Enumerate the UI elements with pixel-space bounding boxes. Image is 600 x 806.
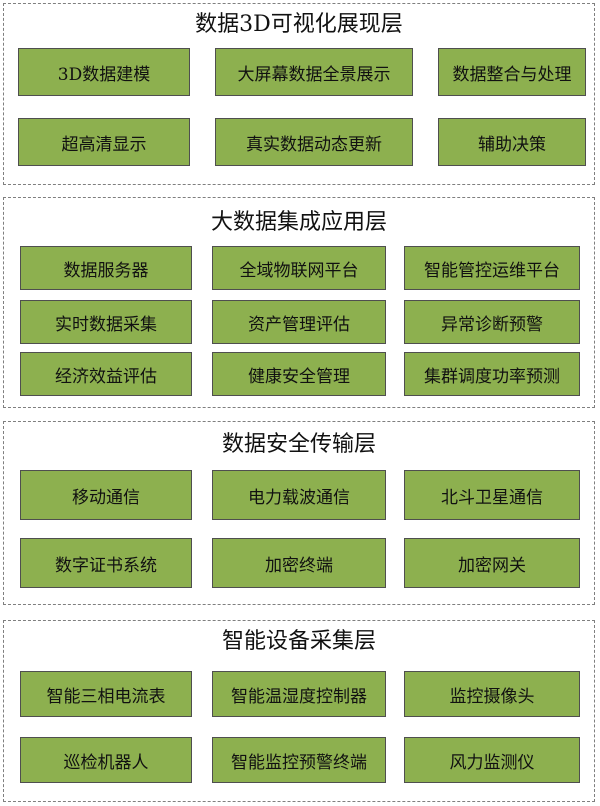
layer-title: 数据3D可视化展现层: [195, 12, 403, 37]
module-box: 智能管控运维平台: [404, 246, 580, 290]
module-box: 监控摄像头: [404, 671, 580, 717]
module-box: 数字证书系统: [20, 538, 192, 588]
module-box: 实时数据采集: [20, 300, 192, 344]
module-box: 加密网关: [404, 538, 580, 588]
module-box: 数据整合与处理: [438, 48, 586, 96]
module-box: 辅助决策: [438, 118, 586, 166]
module-box: 经济效益评估: [20, 352, 192, 396]
layer-secure-transmission: 数据安全传输层 移动通信 电力载波通信 北斗卫星通信 数字证书系统 加密终端 加…: [3, 421, 595, 605]
module-box: 数据服务器: [20, 246, 192, 290]
layer-title: 大数据集成应用层: [210, 210, 387, 235]
module-box: 移动通信: [20, 470, 192, 520]
module-box: 3D数据建模: [18, 48, 190, 96]
module-box: 巡检机器人: [20, 737, 192, 783]
module-box: 真实数据动态更新: [215, 118, 413, 166]
module-box: 集群调度功率预测: [404, 352, 580, 396]
layer-visualization: 数据3D可视化展现层 3D数据建模 大屏幕数据全景展示 数据整合与处理 超高清显…: [3, 3, 595, 185]
module-box: 智能监控预警终端: [212, 737, 386, 783]
layer-big-data-application: 大数据集成应用层 数据服务器 全域物联网平台 智能管控运维平台 实时数据采集 资…: [3, 197, 595, 408]
module-box: 资产管理评估: [212, 300, 386, 344]
layer-device-collection: 智能设备采集层 智能三相电流表 智能温湿度控制器 监控摄像头 巡检机器人 智能监…: [3, 620, 595, 802]
module-box: 北斗卫星通信: [404, 470, 580, 520]
module-box: 健康安全管理: [212, 352, 386, 396]
layer-title: 数据安全传输层: [221, 432, 376, 457]
module-box: 智能温湿度控制器: [212, 671, 386, 717]
module-box: 超高清显示: [18, 118, 190, 166]
module-box: 智能三相电流表: [20, 671, 192, 717]
module-box: 大屏幕数据全景展示: [215, 48, 413, 96]
module-box: 全域物联网平台: [212, 246, 386, 290]
module-box: 风力监测仪: [404, 737, 580, 783]
module-box: 加密终端: [212, 538, 386, 588]
module-box: 异常诊断预警: [404, 300, 580, 344]
layer-title: 智能设备采集层: [221, 629, 376, 654]
module-box: 电力载波通信: [212, 470, 386, 520]
